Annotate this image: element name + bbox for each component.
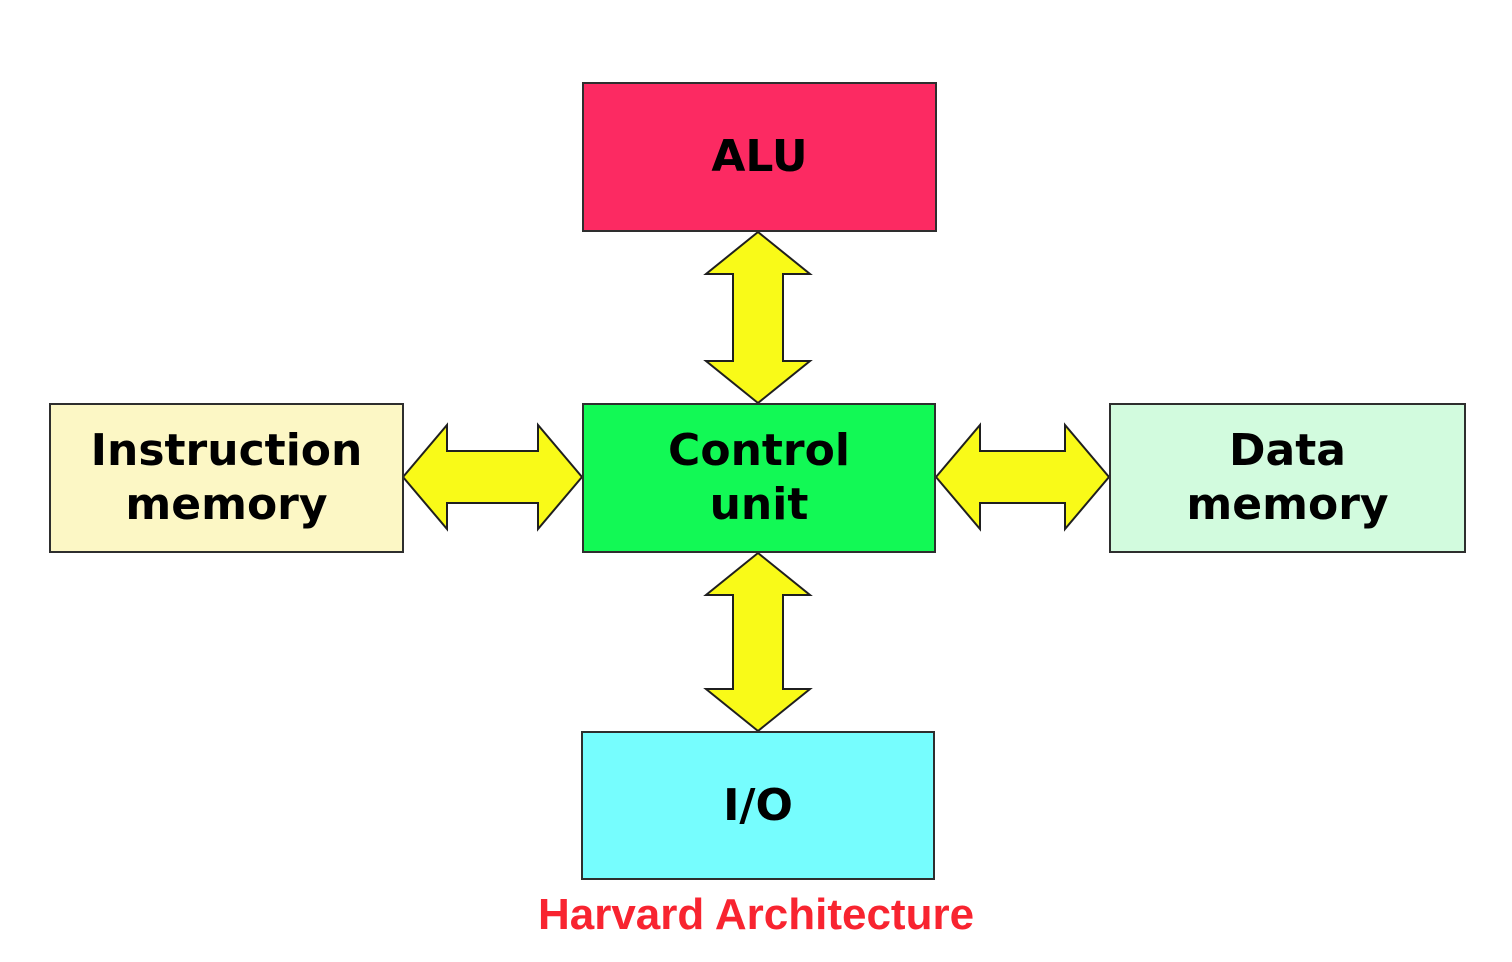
node-data-memory-label: Data memory [1186,425,1389,530]
double-arrow-control-instruction [401,422,584,532]
double-arrow-control-data [934,422,1111,532]
double-arrow-control-alu [703,230,813,405]
node-alu: ALU [582,82,937,232]
node-io: I/O [581,731,935,880]
node-control-unit-label: Control unit [668,425,850,530]
diagram-caption: Harvard Architecture [537,890,975,939]
node-alu-label: ALU [711,131,808,183]
node-io-label: I/O [723,779,793,831]
node-instruction-memory: Instruction memory [49,403,404,553]
double-arrow-control-io [703,551,813,733]
node-data-memory: Data memory [1109,403,1466,553]
node-control-unit: Control unit [582,403,936,553]
node-instruction-memory-label: Instruction memory [90,425,363,530]
